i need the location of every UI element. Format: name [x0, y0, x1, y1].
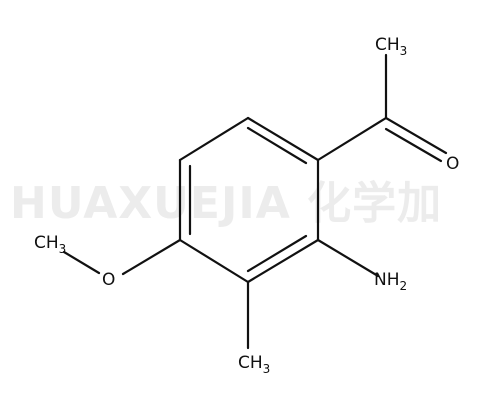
- bond-ring-c3-c4: [246, 238, 320, 284]
- atom-label-ch3-bottom: CH3: [238, 353, 270, 376]
- bond-ether-to-methyl: [62, 250, 101, 275]
- bond-ring-inner-bottom-right: [246, 234, 308, 273]
- bond-layer: [62, 53, 448, 350]
- bond-ring-to-carbonyl: [316, 116, 388, 162]
- bond-carbonyl-1: [384, 116, 448, 155]
- bond-ring-c6-c1: [178, 116, 250, 162]
- watermark-text: HUAXUEJIA 化学加: [10, 178, 442, 229]
- atom-label-ch3-top: CH3: [375, 35, 407, 58]
- atom-label-nh2: NH2: [374, 270, 407, 293]
- bond-carbonyl-2: [384, 127, 443, 163]
- bond-amine: [316, 238, 380, 278]
- atom-label-ether-oxygen: O: [102, 270, 115, 290]
- bond-ring-c4-c5: [178, 238, 250, 284]
- bond-ring-inner-top: [246, 126, 308, 165]
- atom-label-carbonyl-oxygen: O: [446, 154, 459, 174]
- atom-labels: CH3 O CH3 O NH2 CH3: [34, 35, 459, 376]
- bond-ring-c1-c2: [246, 116, 320, 162]
- bond-ether-to-ring: [121, 238, 182, 276]
- atom-label-ch3-left: CH3: [34, 233, 66, 256]
